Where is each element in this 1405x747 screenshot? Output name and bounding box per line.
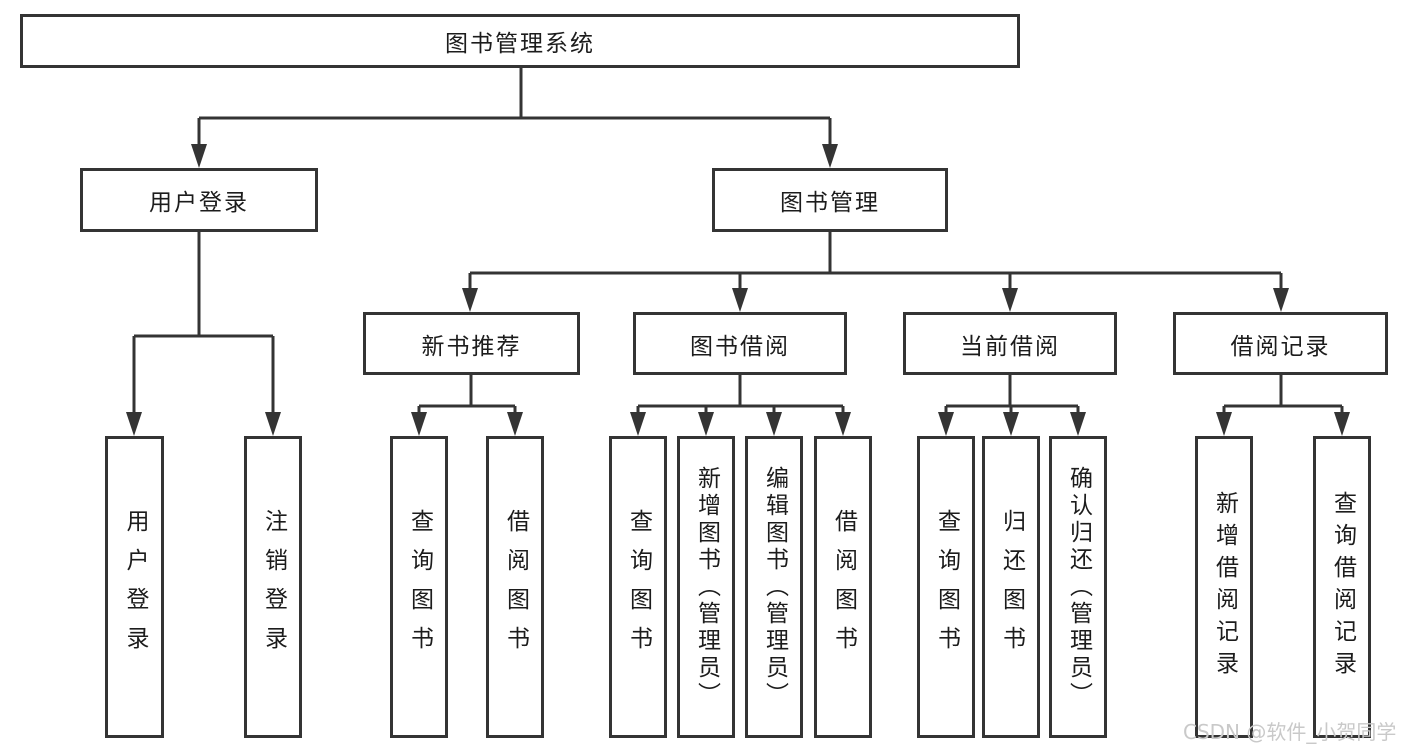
leaf-query-books-1: 查询图书 — [390, 436, 448, 738]
node-borrow-records: 借阅记录 — [1173, 312, 1388, 375]
node-label: 图书管理 — [780, 190, 880, 216]
node-label: 图书管理系统 — [445, 31, 595, 57]
node-label: 新书推荐 — [421, 333, 522, 360]
leaf-label: 查询图书 — [933, 509, 960, 665]
leaf-query-borrow-record: 查询借阅记录 — [1313, 436, 1371, 738]
leaf-confirm-return-admin: 确认归还（管理员） — [1049, 436, 1107, 738]
node-new-book-recommend: 新书推荐 — [363, 312, 580, 375]
node-book-borrowing: 图书借阅 — [633, 312, 847, 375]
leaf-label: 用户登录 — [122, 509, 148, 665]
node-label: 用户登录 — [149, 190, 249, 216]
leaf-edit-books-admin: 编辑图书（管理员） — [745, 436, 803, 738]
node-label: 借阅记录 — [1230, 333, 1331, 360]
node-user-login: 用户登录 — [80, 168, 318, 232]
csdn-watermark: CSDN @软件_小贺同学 — [1183, 720, 1397, 744]
leaf-label: 注销登录 — [260, 509, 287, 665]
leaf-borrow-books-2: 借阅图书 — [814, 436, 872, 738]
leaf-return-books: 归还图书 — [982, 436, 1040, 738]
arrowheads — [126, 144, 1350, 436]
leaf-label: 借阅图书 — [502, 509, 529, 665]
node-library-system: 图书管理系统 — [20, 14, 1020, 68]
node-label: 图书借阅 — [690, 333, 790, 360]
connector-lines — [132, 68, 1344, 412]
leaf-add-books-admin: 新增图书（管理员） — [677, 436, 735, 738]
leaf-logout: 注销登录 — [244, 436, 302, 738]
leaf-label: 借阅图书 — [830, 509, 857, 665]
leaf-add-borrow-record: 新增借阅记录 — [1195, 436, 1253, 738]
leaf-user-login: 用户登录 — [105, 436, 164, 738]
leaf-query-books-2: 查询图书 — [609, 436, 667, 738]
leaf-query-books-3: 查询图书 — [917, 436, 975, 738]
leaf-label: 编辑图书（管理员） — [761, 465, 788, 709]
leaf-label: 新增借阅记录 — [1211, 491, 1238, 683]
leaf-label: 归还图书 — [998, 509, 1025, 665]
node-current-borrowing: 当前借阅 — [903, 312, 1117, 375]
node-book-management: 图书管理 — [712, 168, 948, 232]
leaf-label: 查询图书 — [625, 509, 652, 665]
leaf-borrow-books-1: 借阅图书 — [486, 436, 544, 738]
node-label: 当前借阅 — [960, 333, 1060, 360]
leaf-label: 确认归还（管理员） — [1065, 465, 1092, 709]
leaf-label: 查询图书 — [406, 509, 433, 665]
leaf-label: 查询借阅记录 — [1329, 491, 1356, 683]
leaf-label: 新增图书（管理员） — [693, 465, 720, 709]
